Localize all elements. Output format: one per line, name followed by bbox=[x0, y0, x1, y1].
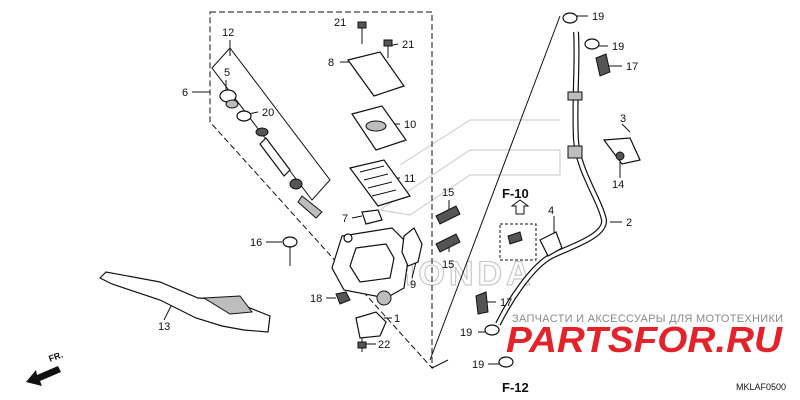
callout-19-a: 19 bbox=[592, 11, 604, 23]
callout-12: 12 bbox=[222, 27, 234, 39]
bolt-17-lower bbox=[475, 291, 489, 315]
callout-9: 9 bbox=[410, 279, 416, 291]
callout-17-upper: 17 bbox=[626, 61, 638, 73]
callout-15-upper: 15 bbox=[442, 187, 454, 199]
ref-f10-marker bbox=[499, 199, 537, 261]
bolt-15-lower bbox=[435, 233, 461, 253]
watermark-tagline: ЗАПЧАСТИ И АКСЕССУАРЫ ДЛЯ МОТОТЕХНИКИ bbox=[512, 313, 783, 325]
callout-10: 10 bbox=[404, 119, 416, 131]
callout-8: 8 bbox=[328, 57, 334, 69]
callout-22: 22 bbox=[378, 339, 390, 351]
washers-19 bbox=[484, 12, 600, 368]
brake-switch-1 bbox=[355, 311, 387, 339]
callout-2: 2 bbox=[626, 217, 632, 229]
ref-f12: F-12 bbox=[502, 380, 529, 395]
reservoir-cap bbox=[346, 51, 405, 97]
callouts: 1 2 3 4 5 6 7 8 9 10 11 12 13 14 15 15 1… bbox=[158, 11, 638, 371]
callout-17-lower: 17 bbox=[500, 297, 512, 309]
callout-21-b: 21 bbox=[402, 39, 414, 51]
callout-18: 18 bbox=[310, 293, 322, 305]
frame-tail bbox=[431, 359, 449, 369]
callout-14: 14 bbox=[612, 179, 624, 191]
callout-21-a: 21 bbox=[334, 17, 346, 29]
seller-watermark: ЗАПЧАСТИ И АКСЕССУАРЫ ДЛЯ МОТОТЕХНИКИ PA… bbox=[506, 313, 783, 360]
clip-7 bbox=[361, 209, 383, 225]
front-arrow-label: FR. bbox=[47, 350, 64, 364]
bolt-17-upper bbox=[595, 53, 611, 77]
callout-3: 3 bbox=[620, 113, 626, 125]
callout-1: 1 bbox=[394, 313, 400, 325]
front-arrow: FR. bbox=[26, 350, 64, 386]
callout-5: 5 bbox=[224, 67, 230, 79]
callout-7: 7 bbox=[342, 213, 348, 225]
clamp-3 bbox=[602, 137, 641, 165]
bracket-9 bbox=[401, 227, 423, 267]
screw-21-left bbox=[357, 21, 367, 44]
piston-kit bbox=[219, 89, 323, 219]
hose-guide-4 bbox=[539, 231, 563, 257]
callout-16: 16 bbox=[250, 237, 262, 249]
diagram-code: MKLAF0500 bbox=[736, 382, 786, 392]
callout-15-lower: 15 bbox=[442, 259, 454, 271]
callout-19-d: 19 bbox=[472, 359, 484, 371]
master-cylinder-body bbox=[331, 227, 411, 306]
bolt-15-upper bbox=[435, 205, 461, 225]
callout-13: 13 bbox=[158, 321, 170, 333]
callout-6: 6 bbox=[182, 87, 188, 99]
callout-11: 11 bbox=[404, 173, 415, 185]
screw-21-right bbox=[383, 39, 393, 58]
diaphragm-plate bbox=[351, 105, 407, 151]
screw-22 bbox=[357, 338, 367, 352]
nut-18 bbox=[335, 291, 351, 305]
callout-4: 4 bbox=[548, 205, 554, 217]
ref-f10: F-10 bbox=[502, 186, 529, 201]
diaphragm bbox=[348, 159, 411, 207]
brake-hose-2 bbox=[495, 31, 607, 326]
callout-20: 20 bbox=[262, 107, 274, 119]
pivot-bolt-16 bbox=[282, 236, 298, 266]
watermark-logo: PARTSFOR.RU bbox=[506, 319, 783, 360]
divider-line bbox=[429, 15, 561, 361]
brake-lever-13 bbox=[98, 271, 271, 333]
callout-19-b: 19 bbox=[612, 41, 624, 53]
callout-19-c: 19 bbox=[460, 327, 472, 339]
